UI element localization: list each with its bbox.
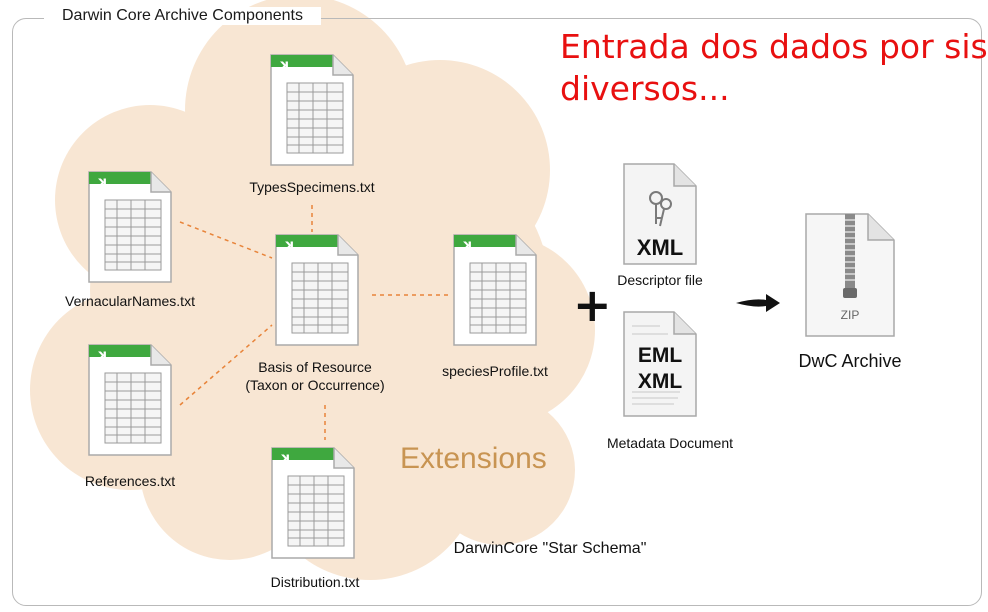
metadata-xml-badge: XML bbox=[637, 370, 683, 393]
zipper-icon bbox=[843, 214, 857, 298]
extensions-label: Extensions bbox=[400, 442, 547, 475]
overlay-line-1: Entrada dos dados por sis bbox=[560, 27, 988, 66]
xml-badge: XML bbox=[636, 235, 684, 260]
keys-icon bbox=[649, 191, 672, 227]
zip-archive-icon bbox=[805, 213, 895, 337]
dwc-archive-label: DwC Archive bbox=[798, 351, 902, 371]
metadata-document-label: Metadata Document bbox=[606, 435, 734, 451]
svg-text:ʞ: ʞ bbox=[280, 451, 290, 466]
plus-symbol: + bbox=[573, 278, 612, 332]
schema-links bbox=[179, 205, 452, 440]
distribution-label: Distribution.txt bbox=[270, 574, 360, 590]
types-specimens-label: TypesSpecimens.txt bbox=[249, 179, 375, 195]
spreadsheet-icon: ʞ bbox=[275, 234, 359, 346]
svg-text:ʞ: ʞ bbox=[279, 58, 289, 73]
core-file-label-line-1: Basis of Resource bbox=[258, 359, 372, 375]
core-file-label: Basis of Resource (Taxon or Occurrence) bbox=[215, 358, 415, 394]
svg-text:ʞ: ʞ bbox=[97, 175, 107, 190]
spreadsheet-icon: ʞ bbox=[270, 54, 354, 166]
spreadsheet-icon: ʞ bbox=[271, 447, 355, 559]
components-frame bbox=[12, 18, 982, 606]
spreadsheet-icon: ʞ bbox=[88, 344, 172, 456]
metadata-document-icon bbox=[623, 311, 697, 417]
svg-text:ʞ: ʞ bbox=[97, 348, 107, 363]
overlay-line-2: diversos... bbox=[560, 69, 730, 108]
spreadsheet-icon: ʞ bbox=[453, 234, 537, 346]
descriptor-file-icon bbox=[623, 163, 697, 265]
zip-badge: ZIP bbox=[840, 308, 860, 322]
star-schema-label: DarwinCore "Star Schema" bbox=[453, 540, 647, 557]
species-profile-label: speciesProfile.txt bbox=[442, 363, 548, 379]
core-file-label-line-2: (Taxon or Occurrence) bbox=[245, 377, 385, 393]
link-vernacular bbox=[179, 221, 273, 259]
right-arrow-icon bbox=[736, 294, 780, 312]
overlay-caption: Entrada dos dados por sis diversos... bbox=[560, 26, 988, 110]
svg-text:ʞ: ʞ bbox=[462, 238, 472, 253]
references-label: References.txt bbox=[84, 473, 176, 489]
frame-title: Darwin Core Archive Components bbox=[44, 7, 321, 25]
spreadsheet-icon: ʞ bbox=[88, 171, 172, 283]
svg-text:ʞ: ʞ bbox=[284, 238, 294, 253]
eml-badge: EML bbox=[637, 344, 683, 367]
descriptor-file-label: Descriptor file bbox=[617, 272, 703, 288]
vernacular-names-label: VernacularNames.txt bbox=[65, 293, 195, 309]
